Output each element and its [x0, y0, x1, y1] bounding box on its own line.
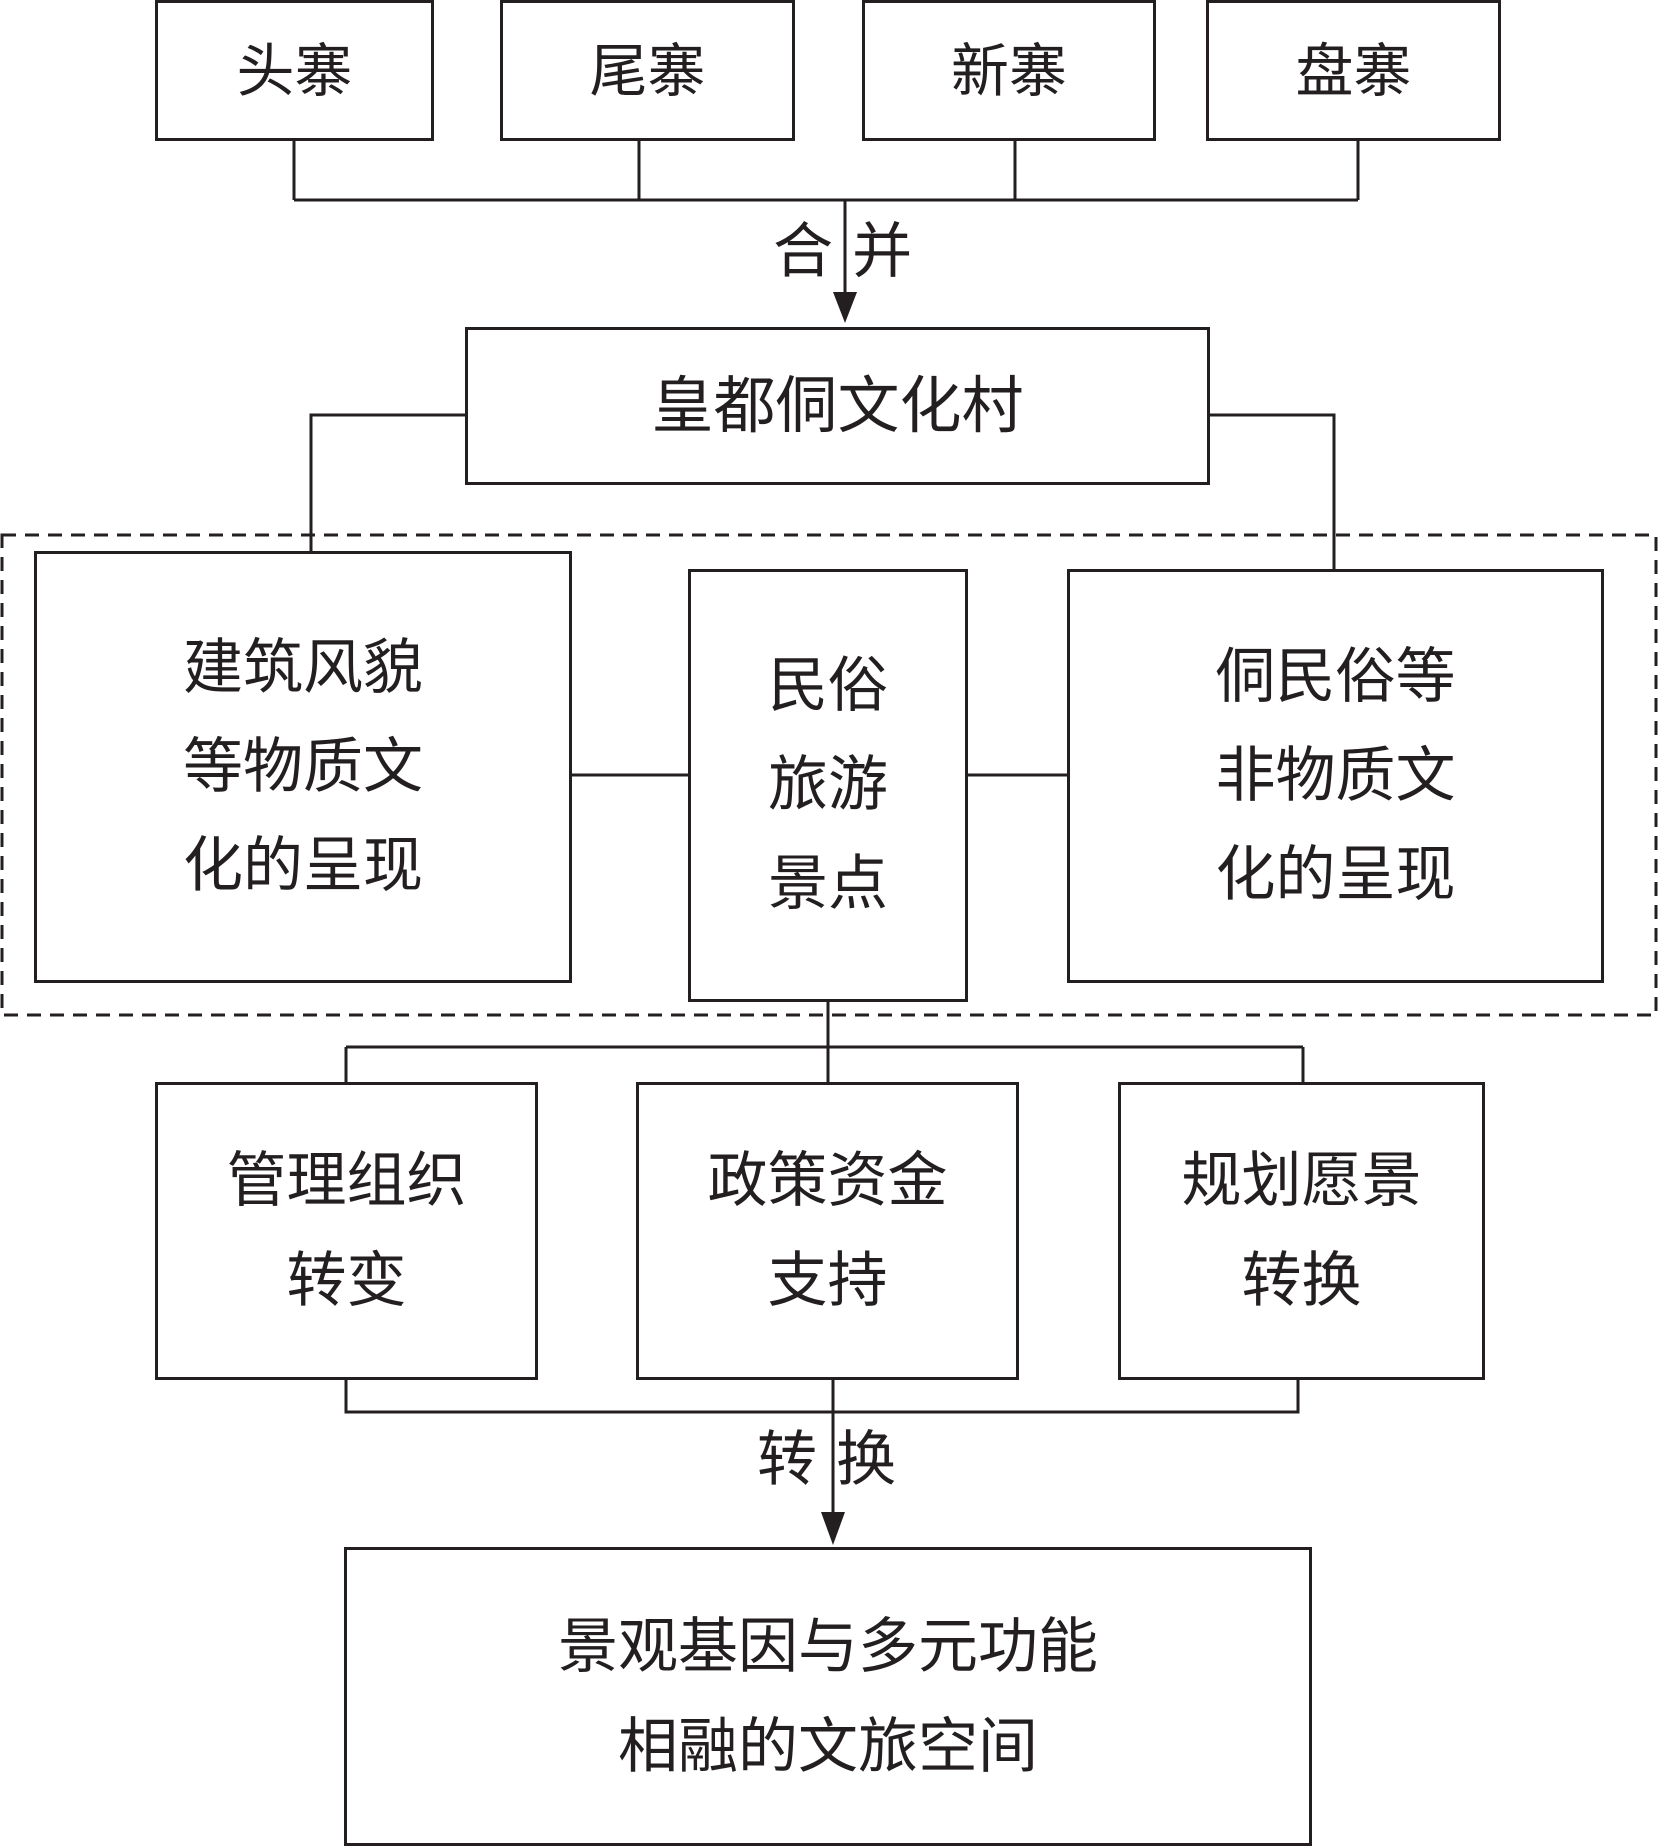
result-label: 景观基因与多元功能 相融的文旅空间 — [558, 1611, 1098, 1782]
dashed-group-frame — [0, 533, 1658, 1017]
folk-tourism-label: 民俗 旅游 景点 — [768, 651, 888, 919]
village-box-touzhai: 头寨 — [155, 0, 434, 141]
material-culture-box: 建筑风貌 等物质文 化的呈现 — [34, 551, 572, 983]
drivers-bottom-bus — [344, 1378, 1300, 1414]
transform-arrowhead — [821, 1512, 845, 1545]
result-box: 景观基因与多元功能 相融的文旅空间 — [344, 1547, 1312, 1846]
village-label: 新寨 — [950, 36, 1067, 105]
center-village-box: 皇都侗文化村 — [465, 327, 1210, 485]
management-change-box: 管理组织 转变 — [155, 1082, 538, 1380]
merge-arrowhead — [833, 292, 857, 323]
village-label: 盘寨 — [1295, 36, 1412, 105]
center-village-label: 皇都侗文化村 — [651, 369, 1024, 442]
policy-funding-label: 政策资金 支持 — [707, 1146, 948, 1316]
planning-vision-box: 规划愿景 转换 — [1118, 1082, 1485, 1380]
policy-funding-box: 政策资金 支持 — [636, 1082, 1019, 1380]
material-culture-label: 建筑风貌 等物质文 化的呈现 — [183, 632, 423, 901]
planning-vision-label: 规划愿景 转换 — [1181, 1146, 1422, 1316]
management-change-label: 管理组织 转变 — [226, 1146, 467, 1316]
folk-tourism-box: 民俗 旅游 景点 — [688, 569, 968, 1002]
village-label: 尾寨 — [589, 36, 706, 105]
village-label: 头寨 — [236, 36, 353, 105]
center-to-left-connector — [309, 413, 467, 552]
intangible-culture-box: 侗民俗等 非物质文 化的呈现 — [1067, 569, 1604, 983]
village-box-weizhai: 尾寨 — [500, 0, 795, 141]
intangible-culture-label: 侗民俗等 非物质文 化的呈现 — [1215, 641, 1456, 910]
village-box-xinzhai: 新寨 — [862, 0, 1156, 141]
village-box-panzhai: 盘寨 — [1206, 0, 1501, 141]
center-to-right-connector — [1208, 413, 1336, 570]
transform-label: 转 换 — [757, 1425, 897, 1495]
merge-label: 合 并 — [773, 217, 913, 287]
